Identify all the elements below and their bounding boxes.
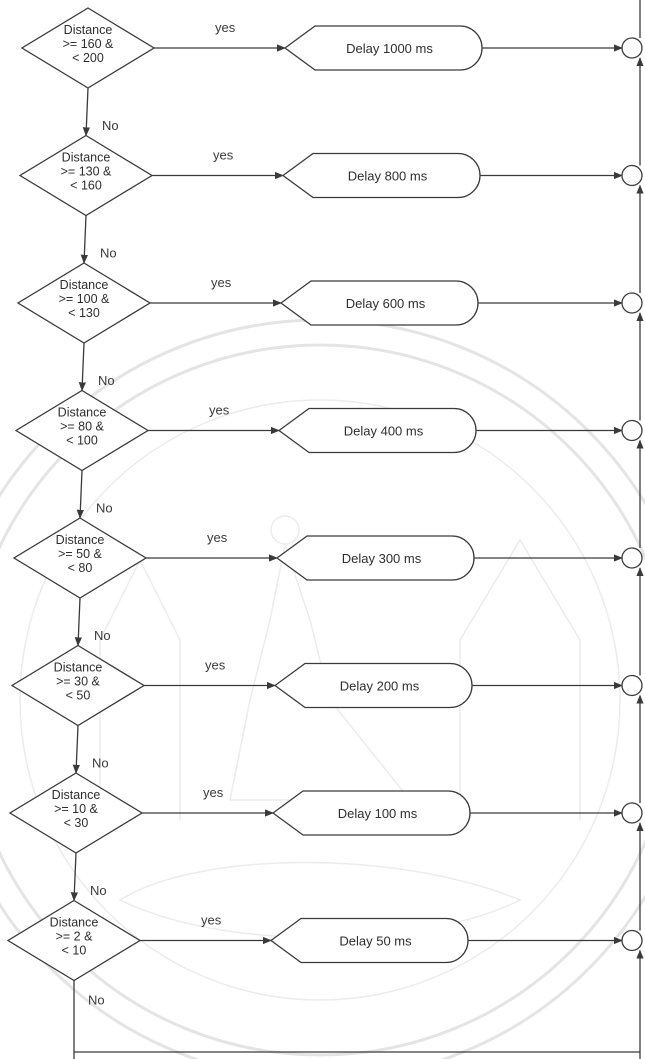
junction-circle	[622, 38, 642, 58]
decision-text: Distance	[56, 533, 105, 547]
junction-circle	[622, 166, 642, 186]
decision-text: < 100	[66, 434, 98, 448]
decision-text: Distance	[58, 406, 107, 420]
decision-text: < 130	[68, 306, 100, 320]
junction-circle	[622, 421, 642, 441]
decision-text: >= 50 &	[58, 547, 102, 561]
no-arrow	[80, 471, 82, 519]
decision-text: Distance	[62, 151, 111, 165]
no-label: No	[90, 883, 107, 898]
decision-text: Distance	[54, 661, 103, 675]
decision-text: >= 30 &	[56, 675, 100, 689]
no-label: No	[102, 118, 119, 133]
no-label: No	[98, 373, 115, 388]
delay-process-text: Delay 50 ms	[339, 934, 412, 949]
decision-text: >= 10 &	[54, 802, 98, 816]
yes-label: yes	[209, 403, 230, 418]
no-arrow	[84, 216, 86, 264]
no-arrow	[74, 853, 76, 901]
yes-label: yes	[215, 20, 236, 35]
junction-circle	[622, 548, 642, 568]
no-arrow	[82, 343, 84, 391]
delay-process-text: Delay 1000 ms	[346, 41, 433, 56]
delay-process-text: Delay 200 ms	[340, 679, 420, 694]
no-label: No	[100, 246, 117, 261]
no-label: No	[96, 501, 113, 516]
decision-text: >= 2 &	[56, 930, 93, 944]
delay-process-text: Delay 100 ms	[338, 806, 418, 821]
no-label: No	[92, 756, 109, 771]
yes-label: yes	[207, 530, 228, 545]
no-arrow	[78, 598, 80, 646]
no-label: No	[88, 993, 105, 1008]
decision-text: < 160	[70, 179, 102, 193]
yes-label: yes	[211, 275, 232, 290]
junction-circle	[622, 676, 642, 696]
yes-label: yes	[205, 658, 226, 673]
decision-text: Distance	[64, 23, 113, 37]
decision-text: >= 100 &	[59, 292, 110, 306]
decision-text: < 50	[66, 689, 91, 703]
decision-text: >= 130 &	[61, 165, 112, 179]
delay-process-text: Delay 800 ms	[348, 169, 428, 184]
no-arrow	[86, 88, 88, 136]
delay-process-text: Delay 300 ms	[342, 551, 422, 566]
decision-text: >= 160 &	[63, 37, 114, 51]
delay-process-text: Delay 600 ms	[346, 296, 426, 311]
delay-process-text: Delay 400 ms	[344, 424, 424, 439]
junction-circle	[622, 931, 642, 951]
decision-text: Distance	[50, 916, 99, 930]
yes-label: yes	[203, 785, 224, 800]
decision-text: Distance	[52, 788, 101, 802]
yes-label: yes	[201, 913, 222, 928]
decision-text: >= 80 &	[60, 420, 104, 434]
decision-text: < 10	[62, 944, 87, 958]
decision-text: < 80	[68, 561, 93, 575]
decision-text: < 30	[64, 816, 89, 830]
junction-circle	[622, 293, 642, 313]
decision-text: Distance	[60, 278, 109, 292]
yes-label: yes	[213, 148, 234, 163]
junction-circle	[622, 803, 642, 823]
no-arrow	[76, 726, 78, 774]
decision-text: < 200	[72, 51, 104, 65]
no-label: No	[94, 628, 111, 643]
